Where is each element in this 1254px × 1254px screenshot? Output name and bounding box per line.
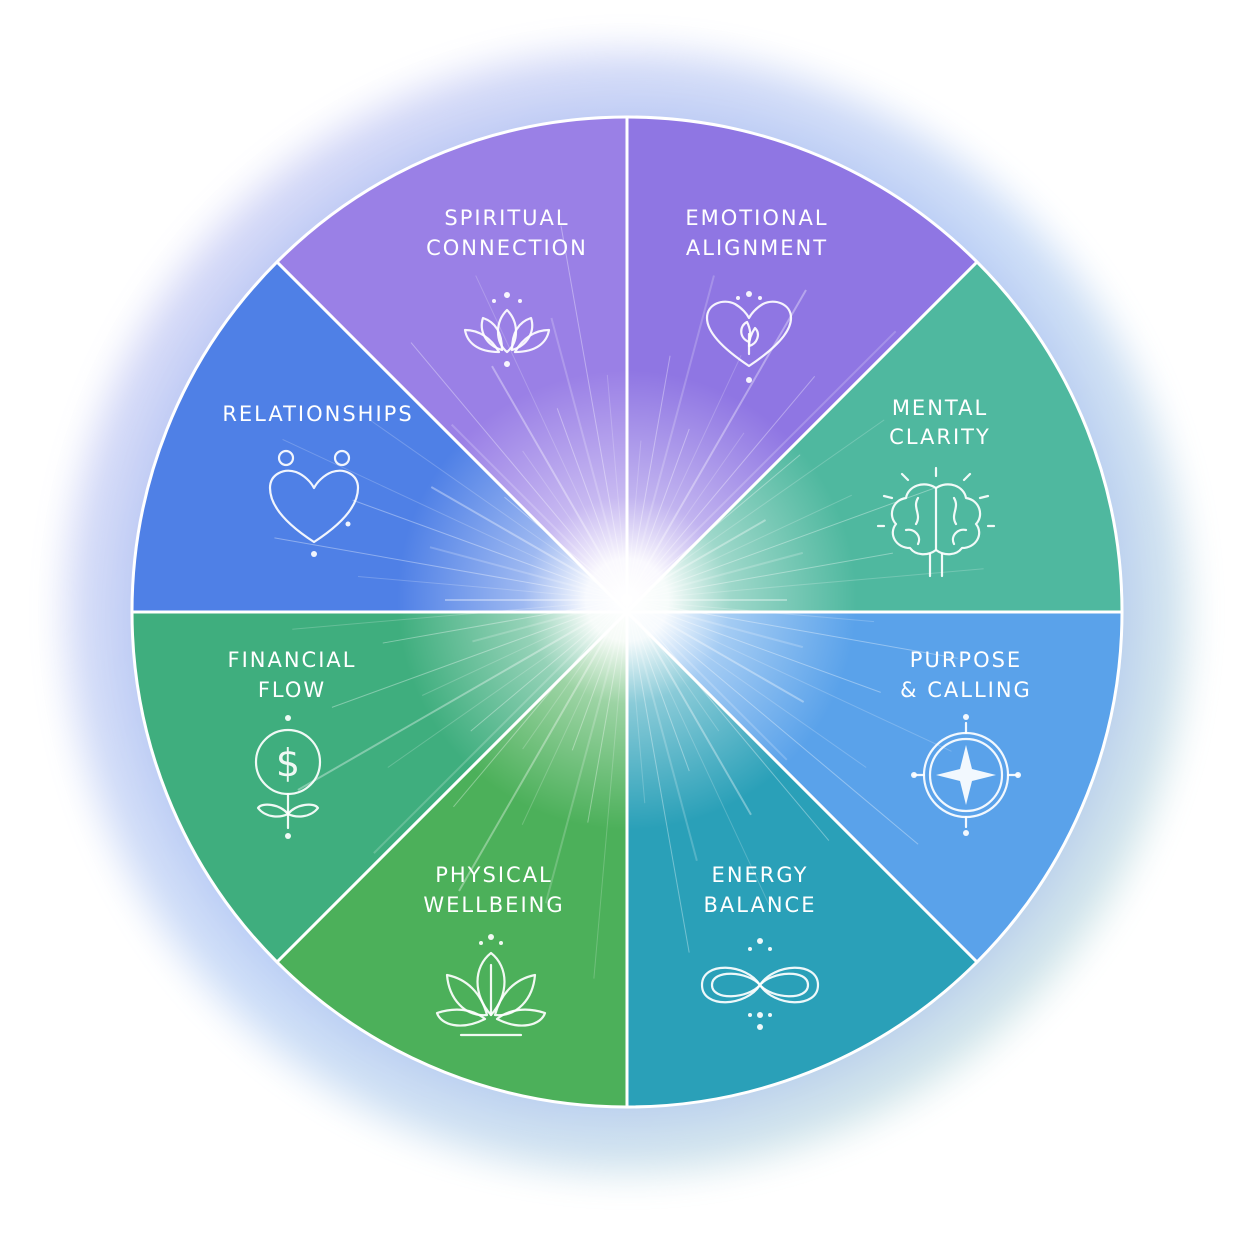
label-financial-2: FLOW xyxy=(258,678,326,702)
label-financial-1: FINANCIAL xyxy=(228,648,357,672)
label-purpose-2: & CALLING xyxy=(900,678,1032,702)
svg-text:$: $ xyxy=(276,741,300,785)
label-relationships: RELATIONSHIPS xyxy=(222,402,413,426)
label-emotional-2: ALIGNMENT xyxy=(686,236,828,260)
label-mental-2: CLARITY xyxy=(889,425,991,449)
label-physical-2: WELLBEING xyxy=(423,893,564,917)
label-physical-1: PHYSICAL xyxy=(435,863,553,887)
label-spiritual-1: SPIRITUAL xyxy=(444,206,569,230)
label-energy-2: BALANCE xyxy=(704,893,817,917)
label-emotional-1: EMOTIONAL xyxy=(685,206,828,230)
label-energy-1: ENERGY xyxy=(712,863,809,887)
label-purpose-1: PURPOSE xyxy=(910,648,1022,672)
dividers-group xyxy=(132,117,1122,1107)
label-mental-1: MENTAL xyxy=(892,396,988,420)
label-spiritual-2: CONNECTION xyxy=(426,236,588,260)
